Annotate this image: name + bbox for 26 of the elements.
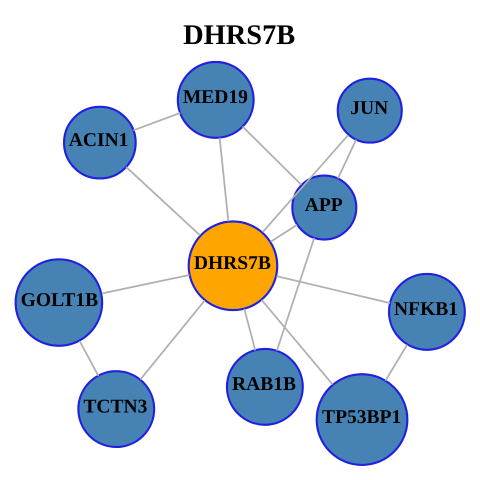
node-circle: RAB1B [226,347,304,426]
connector [337,138,357,178]
connector [262,134,349,232]
node-circle: ACIN1 [62,105,137,180]
connector [260,298,334,385]
connector [384,344,408,381]
connector [218,137,230,221]
node-circle: NFKB1 [388,272,466,350]
connector [126,166,201,236]
connector [78,340,100,376]
node-circle: JUN [336,77,403,144]
connector [243,308,256,350]
connector [140,299,206,380]
diagram-title: DHRS7B [183,20,296,51]
connector [133,112,181,131]
node-circle: TCTN3 [77,370,156,448]
node-circle: GOLT1B [14,258,104,346]
node-circle: APP [291,174,358,240]
connector [276,274,390,304]
connector [102,274,190,294]
node-circle: TP53BP1 [316,372,408,466]
connector [270,224,298,242]
node-circle: DHRS7B [188,220,278,311]
connector [276,237,316,351]
connector [242,125,302,185]
node-circle: MED19 [176,60,255,138]
